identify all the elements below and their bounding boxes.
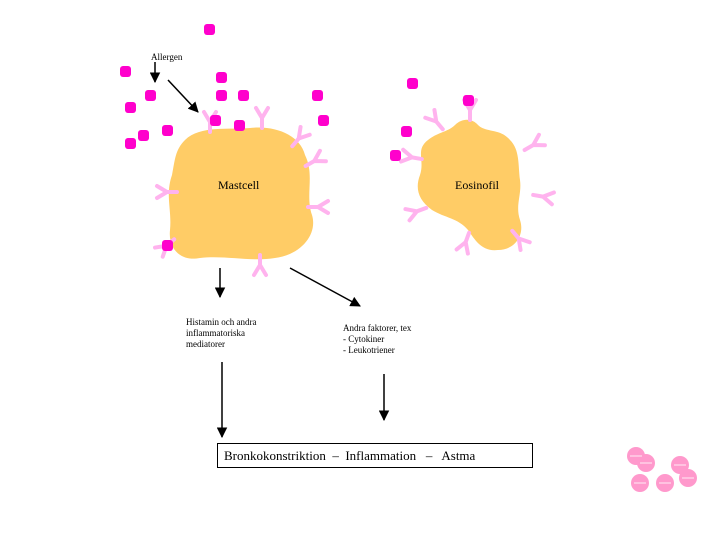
- factors-line-2: - Cytokiner: [343, 334, 385, 344]
- pollen-cluster-icon: [627, 447, 697, 492]
- eosinofil-label: Eosinofil: [455, 178, 499, 192]
- allergen-label: Allergen: [151, 52, 183, 62]
- histamin-line-3: mediatorer: [186, 339, 225, 349]
- arrow-allergen-to-mastcell: [167, 79, 199, 113]
- outcome-box: Bronkokonstriktion – Inflammation – Astm…: [217, 443, 533, 468]
- arrow-mastcell-to-factors: [289, 267, 361, 307]
- factors-line-3: - Leukotriener: [343, 345, 395, 355]
- arrows: [149, 62, 390, 439]
- allergen-particles: [120, 24, 474, 251]
- mastcell-label: Mastcell: [218, 178, 260, 192]
- mast-cell: [168, 127, 314, 260]
- eosinophil-cell: [417, 119, 522, 251]
- factors-line-1: Andra faktorer, tex: [343, 323, 412, 333]
- histamin-line-1: Histamin och andra: [186, 317, 257, 327]
- histamin-mediators-text: Histamin och andra inflammatoriska media…: [186, 317, 296, 350]
- other-factors-text: Andra faktorer, tex - Cytokiner - Leukot…: [343, 323, 453, 356]
- histamin-line-2: inflammatoriska: [186, 328, 245, 338]
